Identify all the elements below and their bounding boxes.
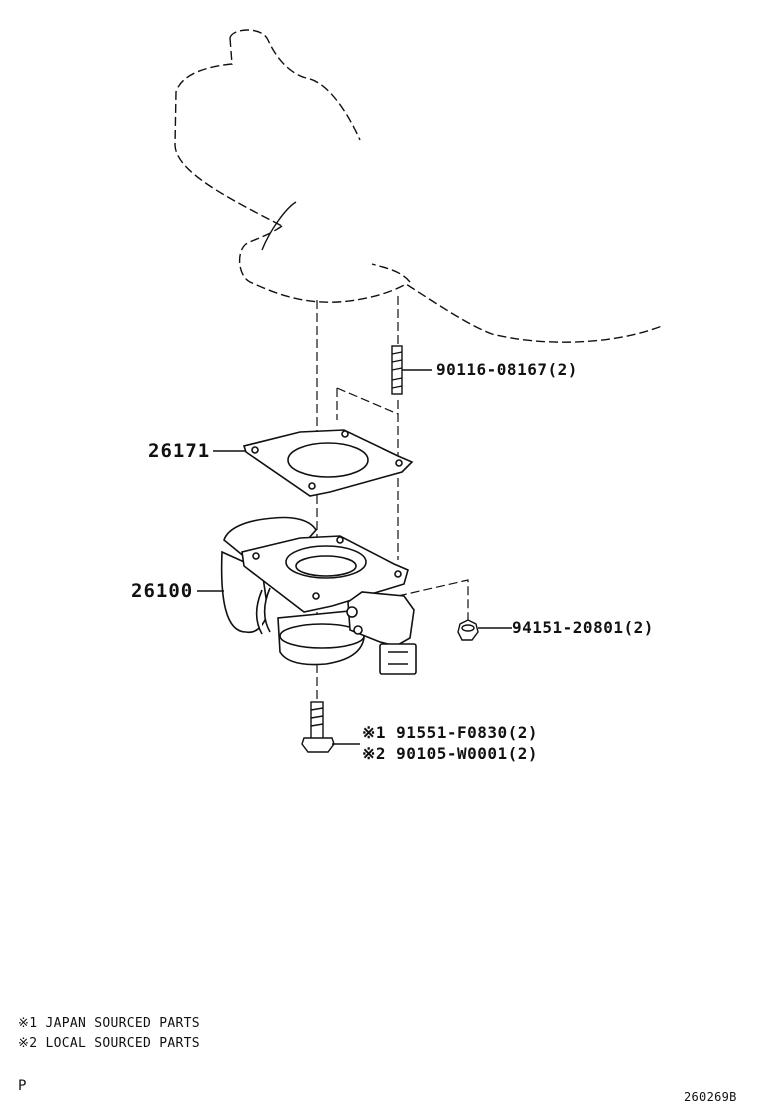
footer-left-mark: P xyxy=(18,1078,27,1094)
nut-icon xyxy=(457,619,479,641)
gasket-part-number: 26171 xyxy=(148,440,211,462)
bolt-icon xyxy=(301,701,335,753)
manifold-edge xyxy=(261,201,297,251)
throttle-body-icon xyxy=(220,516,417,675)
diagram-code: 260269B xyxy=(684,1090,737,1104)
bolt-japan-part-number: ※1 91551-F0830(2) xyxy=(362,723,539,742)
stud-part-number: 90116-08167(2) xyxy=(436,360,578,379)
note-local-sourced: ※2 LOCAL SOURCED PARTS xyxy=(18,1036,200,1051)
leader-lines xyxy=(197,369,512,745)
alignment-lines xyxy=(316,296,469,720)
nut-part-number: 94151-20801(2) xyxy=(512,618,654,637)
throttle-body-part-number: 26100 xyxy=(131,580,194,602)
intake-manifold-outline xyxy=(174,29,663,343)
gasket-icon xyxy=(242,429,414,497)
stud-icon xyxy=(391,345,403,395)
note-japan-sourced: ※1 JAPAN SOURCED PARTS xyxy=(18,1016,200,1031)
bolt-local-part-number: ※2 90105-W0001(2) xyxy=(362,744,539,763)
